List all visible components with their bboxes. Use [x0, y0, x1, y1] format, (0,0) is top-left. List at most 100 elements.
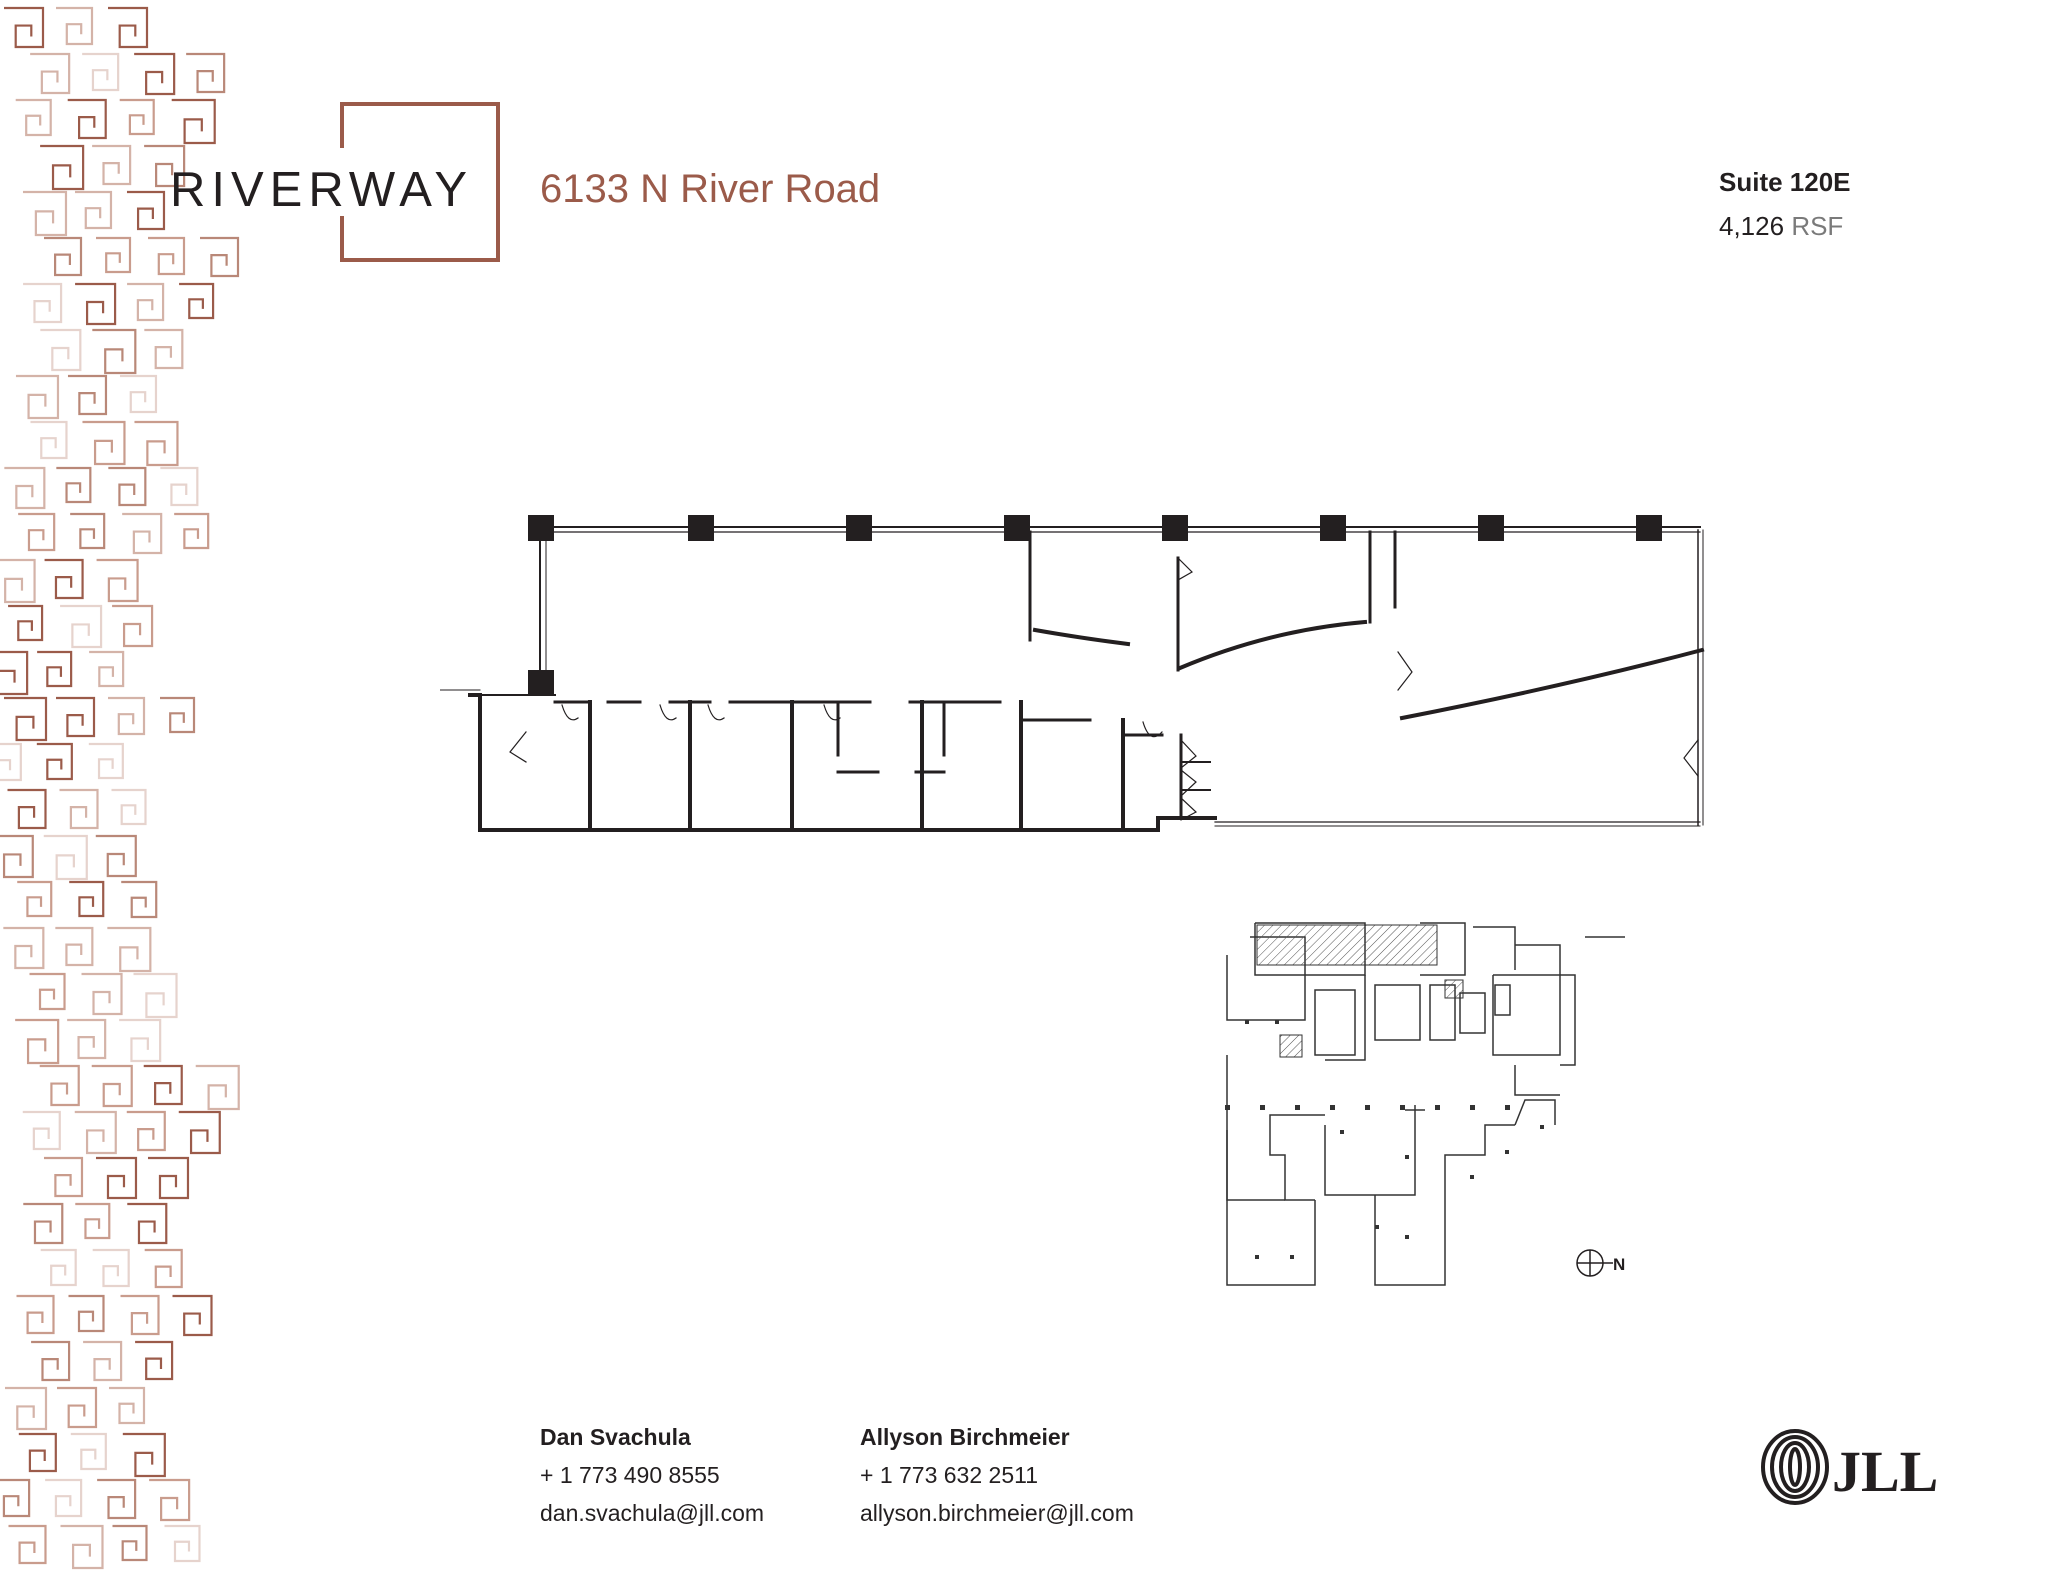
pattern-glyph [56, 696, 96, 738]
pattern-glyph [108, 466, 147, 507]
pattern-glyph [82, 420, 126, 466]
contact-card: Allyson Birchmeier + 1 773 632 2511 ally… [860, 1418, 1134, 1532]
suite-title: Suite 120E [1719, 167, 1851, 197]
pattern-glyph [171, 98, 216, 145]
pattern-glyph [68, 1294, 105, 1333]
pattern-glyph [127, 282, 165, 322]
decorative-pattern [0, 6, 240, 1570]
contact-phone[interactable]: + 1 773 632 2511 [860, 1462, 1038, 1488]
column [1004, 515, 1030, 541]
pattern-glyph [92, 144, 132, 186]
pattern-glyph [174, 512, 210, 550]
pattern-glyph [74, 1110, 117, 1155]
pattern-glyph [17, 880, 53, 918]
contact-email[interactable]: allyson.birchmeier@jll.com [860, 1500, 1134, 1526]
pattern-glyph [36, 742, 73, 781]
pattern-glyph [144, 328, 184, 370]
pattern-glyph [126, 190, 166, 231]
north-arrow-icon [1576, 1249, 1613, 1277]
pattern-glyph [40, 328, 82, 372]
pattern-glyph [107, 926, 152, 973]
column [688, 515, 714, 541]
pattern-glyph [122, 512, 163, 555]
pattern-glyph [135, 1340, 174, 1381]
pattern-glyph [92, 328, 137, 375]
pattern-glyph [4, 466, 46, 510]
pattern-glyph [95, 834, 137, 878]
pattern-glyph [55, 926, 94, 967]
pattern-glyph [4, 1386, 48, 1431]
pattern-glyph [22, 1110, 61, 1151]
pattern-glyph [144, 1248, 183, 1289]
pattern-glyph [91, 1064, 133, 1108]
pattern-glyph [120, 1294, 160, 1336]
contact-name: Allyson Birchmeier [860, 1424, 1070, 1450]
pattern-glyph [97, 1478, 137, 1520]
pattern-glyph [18, 512, 56, 552]
contact-phone[interactable]: + 1 773 490 8555 [540, 1462, 720, 1488]
pattern-glyph [30, 52, 71, 95]
pattern-glyph [37, 650, 73, 688]
pattern-glyph [60, 604, 103, 649]
pattern-glyph [67, 98, 107, 140]
pattern-glyph [60, 1524, 104, 1570]
pattern-glyph [7, 788, 47, 830]
pattern-glyph [43, 236, 83, 277]
pattern-glyph [44, 558, 84, 600]
pattern-glyph [160, 696, 196, 734]
pattern-glyph [134, 52, 176, 96]
contact-card: Dan Svachula + 1 773 490 8555 dan.svachu… [540, 1418, 764, 1532]
north-label: N [1613, 1255, 1625, 1274]
pattern-glyph [88, 742, 124, 780]
pattern-glyph [95, 236, 132, 274]
pattern-glyph [0, 558, 36, 604]
pattern-glyph [40, 144, 85, 191]
pattern-glyph [56, 1386, 98, 1429]
pattern-glyph [23, 282, 63, 324]
pattern-glyph [112, 1524, 148, 1562]
column [1162, 515, 1188, 541]
pattern-glyph [126, 1110, 166, 1152]
pattern-glyph [56, 6, 94, 46]
pattern-glyph [144, 144, 186, 188]
contact-name: Dan Svachula [540, 1424, 691, 1450]
key-plan: N [1225, 922, 1625, 1286]
pattern-glyph [89, 650, 125, 688]
pattern-glyph [4, 6, 45, 49]
riverway-logo: RIVERWAY [170, 163, 474, 217]
pattern-glyph [31, 1340, 71, 1382]
pattern-glyph [43, 834, 88, 881]
pattern-glyph [43, 1156, 84, 1198]
suite-area-unit: RSF [1791, 211, 1844, 241]
jll-logo-text: JLL [1832, 1439, 1938, 1504]
suite-area: 4,126 RSF [1719, 210, 1843, 242]
contact-email[interactable]: dan.svachula@jll.com [540, 1500, 765, 1526]
pattern-glyph [83, 1340, 123, 1382]
column [1478, 515, 1504, 541]
pattern-glyph [15, 98, 52, 137]
pattern-glyph [149, 1478, 191, 1522]
pattern-glyph [23, 1202, 64, 1245]
pattern-glyph [67, 1018, 107, 1060]
pattern-glyph [40, 1248, 77, 1287]
pattern-glyph [75, 1202, 111, 1240]
pattern-glyph [119, 374, 158, 414]
pattern-glyph [0, 834, 34, 879]
pattern-glyph [96, 558, 139, 603]
column [1320, 515, 1346, 541]
pattern-glyph [134, 420, 179, 467]
pattern-glyph [8, 1524, 47, 1565]
pattern-glyph [108, 1386, 146, 1425]
pattern-glyph [0, 742, 22, 782]
pattern-glyph [59, 788, 99, 830]
pattern-glyph [75, 282, 117, 326]
column [528, 670, 554, 696]
pattern-glyph [112, 604, 154, 648]
pattern-glyph [74, 190, 113, 230]
pattern-glyph [15, 1018, 60, 1065]
property-address: 6133 N River Road [540, 167, 881, 211]
pattern-glyph [147, 236, 186, 276]
pattern-glyph [39, 1064, 80, 1107]
pattern-glyph [0, 650, 29, 696]
column [1636, 515, 1662, 541]
